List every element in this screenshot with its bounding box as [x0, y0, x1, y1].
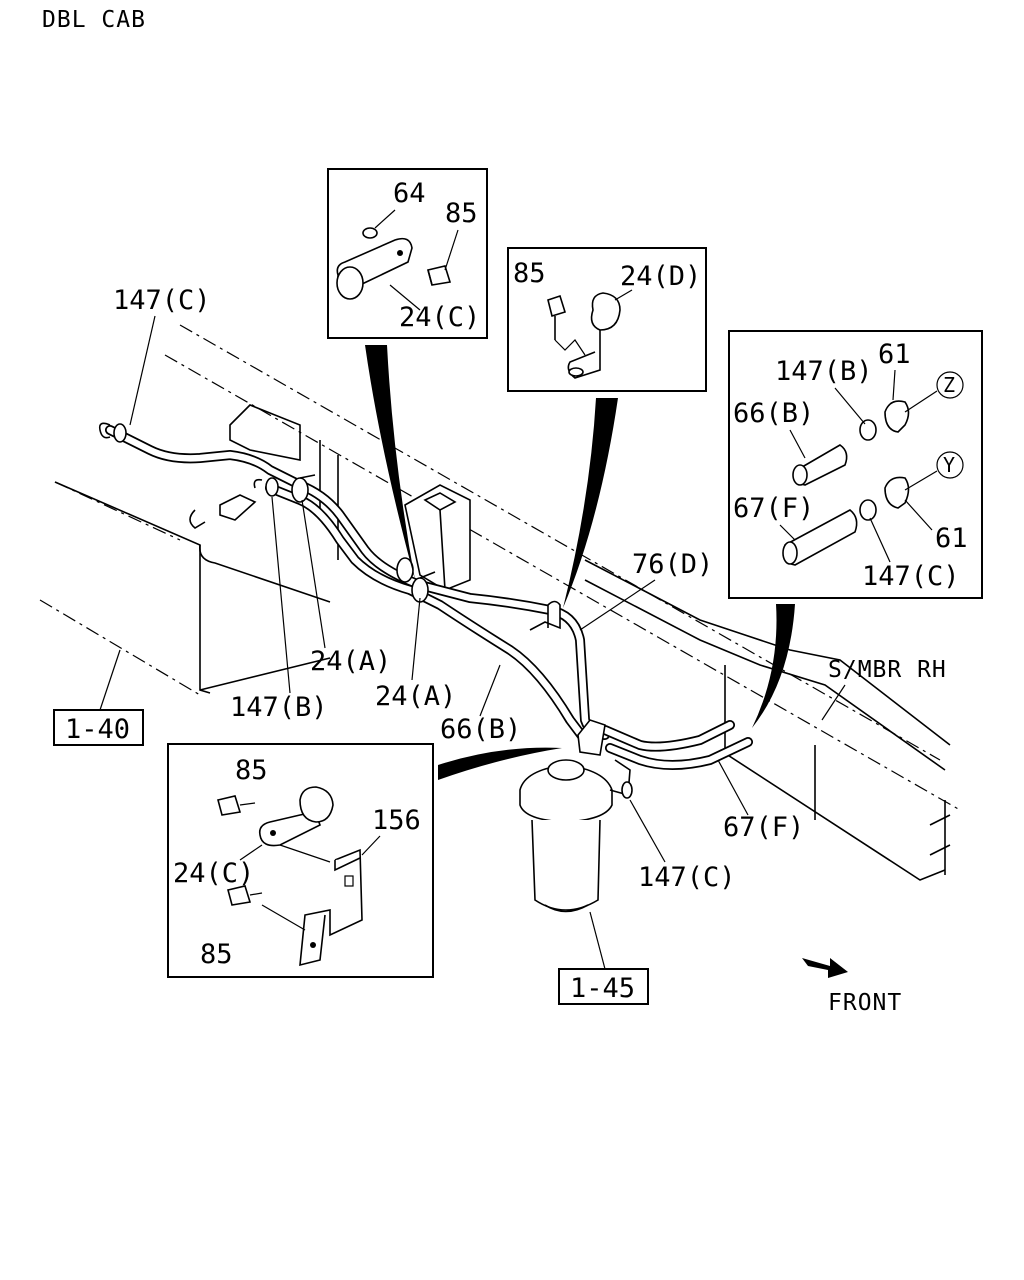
- fuel-hose-lower: [265, 483, 590, 745]
- label-67f-inset: 67(F): [733, 493, 814, 524]
- label-85-inset3b: 85: [200, 939, 233, 970]
- label-85-inset1: 85: [445, 198, 478, 229]
- label-85-inset2: 85: [513, 258, 546, 289]
- inset-bracket-156: 85 156 24(C) 85: [167, 743, 434, 978]
- label-147c-inset: 147(C): [862, 561, 960, 592]
- fuel-tank: [39, 481, 331, 696]
- main-labels: 147(C) 76(D) 24(A) 24(A) 147(B) 66(B) S/…: [113, 285, 947, 893]
- label-24a-1: 24(A): [310, 646, 391, 677]
- front-arrow-icon: [802, 958, 848, 978]
- ref-1-45: 1-45: [570, 973, 635, 1004]
- label-147b-inset: 147(B): [775, 356, 873, 387]
- label-66b-inset: 66(B): [733, 398, 814, 429]
- label-85-inset3a: 85: [235, 755, 268, 786]
- marker-z: Z: [943, 373, 955, 397]
- fuel-filter: [519, 719, 633, 913]
- frame-bracket: [404, 484, 471, 591]
- side-member-frame: [164, 324, 961, 881]
- tank-clip: [189, 494, 257, 529]
- label-64: 64: [393, 178, 426, 209]
- ref-box-1-40: 1-40: [53, 649, 144, 746]
- page-title: DBL CAB: [42, 7, 146, 33]
- label-67f: 67(F): [723, 812, 804, 843]
- label-147b: 147(B): [230, 692, 328, 723]
- inset-clip-24c-top: 64 85 24(C): [327, 168, 488, 339]
- label-front: FRONT: [828, 990, 902, 1016]
- label-156: 156: [372, 805, 421, 836]
- clamp-147c-top: [98, 422, 127, 443]
- clamp-147b: [253, 477, 279, 497]
- ref-1-40: 1-40: [65, 714, 130, 745]
- marker-y: Y: [943, 453, 955, 477]
- label-24d: 24(D): [620, 261, 701, 292]
- label-61-top: 61: [878, 339, 911, 370]
- label-76d: 76(D): [632, 549, 713, 580]
- clamp-24a-1: [291, 474, 316, 503]
- label-24a-2: 24(A): [375, 681, 456, 712]
- return-hose: [600, 720, 753, 770]
- inset-pointers: [365, 345, 795, 780]
- inset-clamps: Z Y 61 147(B) 66(B) 67(F) 61 147(C): [728, 330, 983, 599]
- clamp-24d: [529, 600, 561, 631]
- ref-box-1-45: 1-45: [558, 911, 649, 1005]
- inset-clip-24d: 85 24(D): [507, 247, 707, 392]
- label-66b: 66(B): [440, 714, 521, 745]
- label-smbr-rh: S/MBR RH: [828, 657, 947, 683]
- label-147c-top: 147(C): [113, 285, 211, 316]
- label-24c-inset3: 24(C): [173, 858, 254, 889]
- fuel-hose-upper: [105, 425, 610, 740]
- label-147c-bottom: 147(C): [638, 862, 736, 893]
- label-24c-inset1: 24(C): [399, 302, 480, 333]
- label-61-bottom: 61: [935, 523, 968, 554]
